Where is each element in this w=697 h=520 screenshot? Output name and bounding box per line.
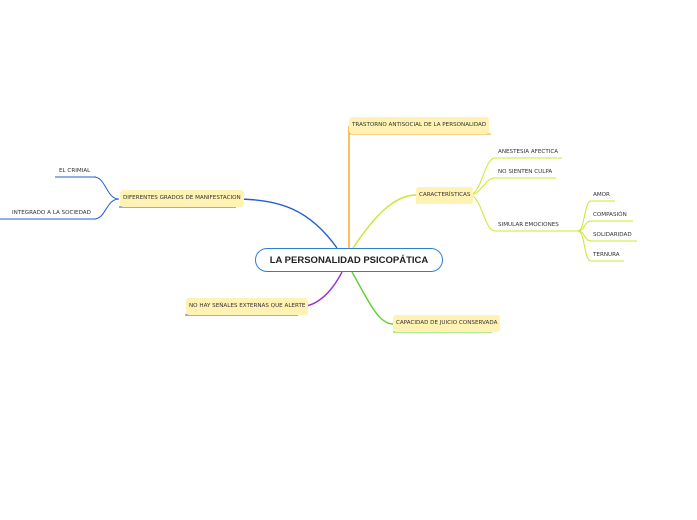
node-no-senales[interactable]: NO HAY SEÑALES EXTERNAS QUE ALERTE [186, 298, 309, 315]
connector-ternura [577, 230, 592, 262]
node-caracteristicas[interactable]: CARACTERÍSTICAS [416, 187, 474, 204]
node-criminal[interactable]: EL CRIMIAL [59, 168, 91, 174]
node-capacidad[interactable]: CAPACIDAD DE JUICIO CONSERVADA [393, 315, 501, 332]
central-topic[interactable]: LA PERSONALIDAD PSICOPÁTICA [255, 248, 443, 272]
node-integrado[interactable]: INTEGRADO A LA SOCIEDAD [12, 210, 91, 216]
node-no-culpa[interactable]: NO SIENTEN CULPA [498, 169, 553, 175]
node-grados[interactable]: DIFERENTES GRADOS DE MANIFESTACION [120, 190, 244, 207]
node-simular[interactable]: SIMULAR EMOCIONES [498, 222, 559, 228]
connector-criminal [93, 176, 120, 200]
node-trastorno[interactable]: TRASTORNO ANTISOCIAL DE LA PERSONALIDAD [349, 117, 490, 134]
node-solidaridad[interactable]: SOLIDARIDAD [593, 232, 632, 238]
node-amor[interactable]: AMOR [593, 192, 610, 198]
node-compasion[interactable]: COMPASIÓN [593, 212, 627, 218]
node-ternura[interactable]: TERNURA [593, 252, 620, 258]
connector-integrado [93, 198, 120, 220]
connector-amor [577, 200, 592, 232]
connector-compasion [577, 220, 592, 232]
node-anestesia[interactable]: ANESTESIA AFECTICA [498, 149, 559, 155]
connector-caracteristicas [352, 194, 417, 249]
connector-capacidad [351, 271, 394, 325]
connector-grados [235, 198, 338, 249]
